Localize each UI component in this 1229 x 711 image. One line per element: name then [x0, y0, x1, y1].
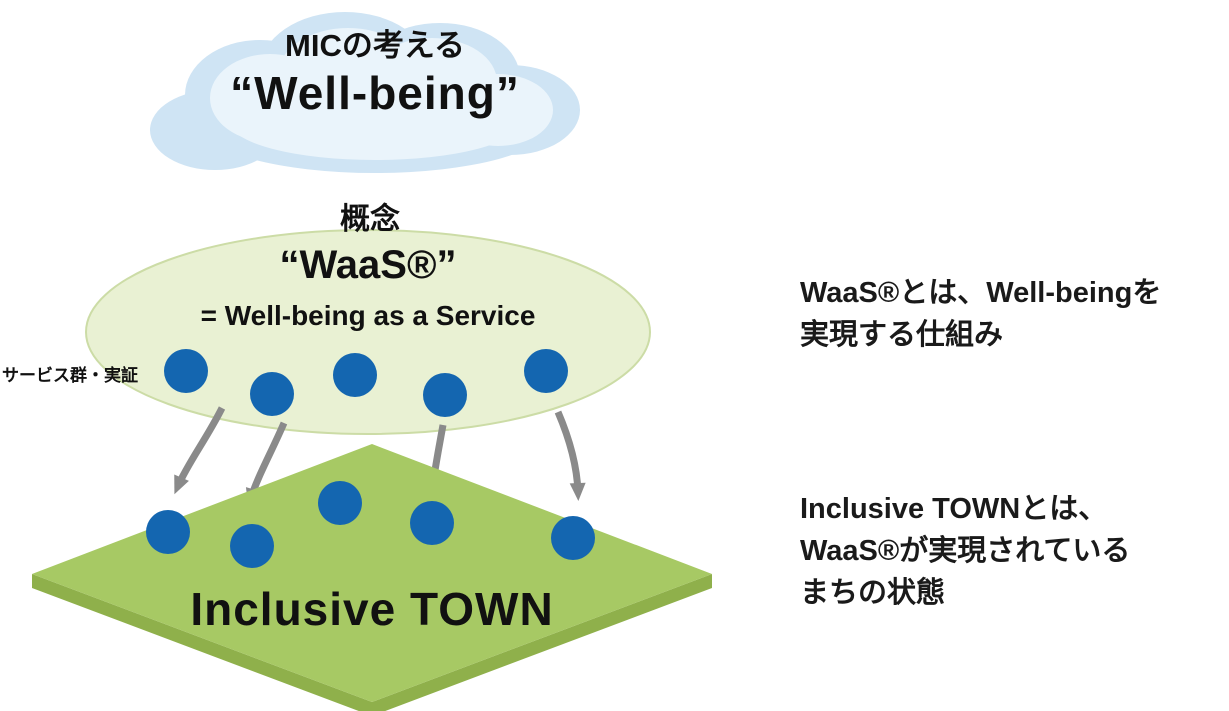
cloud-text: MICの考える “Well-being” — [150, 26, 600, 121]
note-town: Inclusive TOWNとは、 WaaS®が実現されている まちの状態 — [800, 488, 1220, 614]
waas-subtitle: = Well-being as a Service — [200, 300, 536, 331]
service-group-label: サービス群・実証 — [2, 366, 138, 385]
note-waas: WaaS®とは、Well-beingを 実現する仕組み — [800, 272, 1220, 356]
note-line: まちの状態 — [800, 577, 946, 609]
service-dot — [318, 481, 362, 525]
service-dot — [146, 510, 190, 554]
note-line: WaaS®とは、Well-beingを — [800, 277, 1162, 309]
cloud-puff-inner — [230, 84, 520, 160]
town-platform — [32, 444, 712, 702]
flow-arrow — [174, 406, 226, 495]
wellbeing-cloud — [150, 12, 580, 173]
service-dot — [164, 349, 208, 393]
note-line: 実現する仕組み — [800, 319, 1004, 351]
service-dot — [230, 524, 274, 568]
service-dots-lower — [146, 481, 595, 568]
waas-title: “WaaS®” — [279, 243, 457, 287]
service-dots-upper — [164, 349, 568, 417]
service-dot — [423, 373, 467, 417]
concept-label: 概念 — [340, 203, 400, 236]
service-dot — [250, 372, 294, 416]
flow-arrow — [554, 410, 586, 501]
service-dot — [524, 349, 568, 393]
inclusive-town-label: Inclusive TOWN — [190, 583, 554, 635]
note-line: Inclusive TOWNとは、 — [800, 493, 1108, 525]
waas-concept-ellipse — [85, 229, 651, 435]
service-dot — [551, 516, 595, 560]
cloud-title-line2: “Well-being” — [230, 67, 520, 120]
service-dot — [410, 501, 454, 545]
service-dot — [333, 353, 377, 397]
cloud-title-line1: MICの考える — [285, 28, 465, 63]
note-line: WaaS®が実現されている — [800, 535, 1131, 567]
